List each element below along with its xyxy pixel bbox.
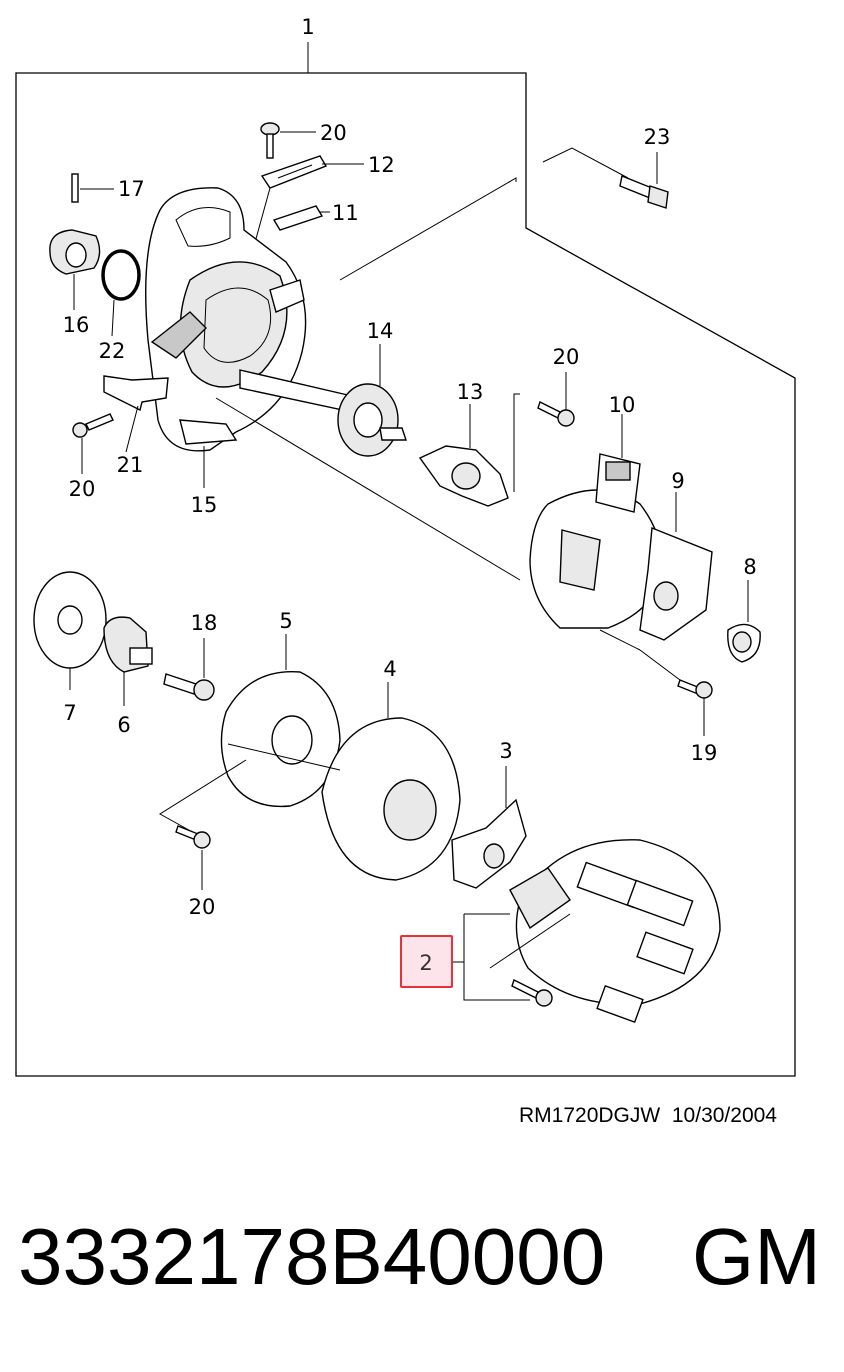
callout-18: 18 (191, 611, 218, 635)
distributor-cap-2 (452, 839, 721, 1024)
callout-2: 2 (419, 951, 432, 975)
callout-20: 20 (553, 345, 580, 369)
cover-5 (159, 634, 341, 835)
plate-13 (418, 393, 520, 507)
rotor-4 (321, 682, 461, 881)
bolt-23 (542, 147, 669, 209)
callout-10: 10 (609, 393, 636, 417)
part-number: 3332178B40000 (18, 1212, 606, 1301)
callout-7: 7 (63, 701, 76, 725)
callout-5: 5 (279, 609, 292, 633)
hub-6 (103, 616, 153, 706)
screw-18 (163, 638, 215, 701)
shaft-bearing-14 (239, 344, 407, 457)
callout-23: 23 (644, 125, 671, 149)
pin-collar-oring (49, 173, 141, 337)
screw-20-bottom (175, 825, 211, 890)
callout-22: 22 (99, 339, 126, 363)
callout-6: 6 (117, 713, 130, 737)
disc-7 (33, 571, 107, 690)
callout-19: 19 (691, 741, 718, 765)
callout-16: 16 (63, 313, 90, 337)
drawing-reference: RM1720DGJW 10/30/2004 (519, 1104, 777, 1128)
drawing-code: RM1720DGJW (519, 1104, 661, 1127)
bracket-21 (72, 375, 169, 474)
callout-20: 20 (189, 895, 216, 919)
callout-8: 8 (743, 555, 756, 579)
callout-21: 21 (117, 453, 144, 477)
callout-20: 20 (320, 121, 347, 145)
highlight-box-2 (400, 935, 453, 988)
screw-20-right (537, 372, 575, 427)
callout-20: 20 (69, 477, 96, 501)
brand-name: GM (692, 1212, 821, 1301)
callout-9: 9 (671, 469, 684, 493)
assembly-frame (15, 72, 796, 1077)
callout-3: 3 (499, 739, 512, 763)
sensor-housing (529, 414, 761, 663)
plate-3 (451, 766, 527, 889)
callout-11: 11 (332, 201, 359, 225)
screw-and-cover-top (253, 122, 364, 247)
callout-15: 15 (191, 493, 218, 517)
callout-17: 17 (118, 177, 145, 201)
callout-12: 12 (368, 153, 395, 177)
callout-1: 1 (301, 15, 314, 39)
callout-13: 13 (457, 380, 484, 404)
drawing-date: 10/30/2004 (671, 1104, 777, 1127)
screw-19 (639, 649, 713, 736)
callout-4: 4 (383, 657, 396, 681)
callout-14: 14 (367, 319, 394, 343)
housing-15 (145, 187, 307, 488)
